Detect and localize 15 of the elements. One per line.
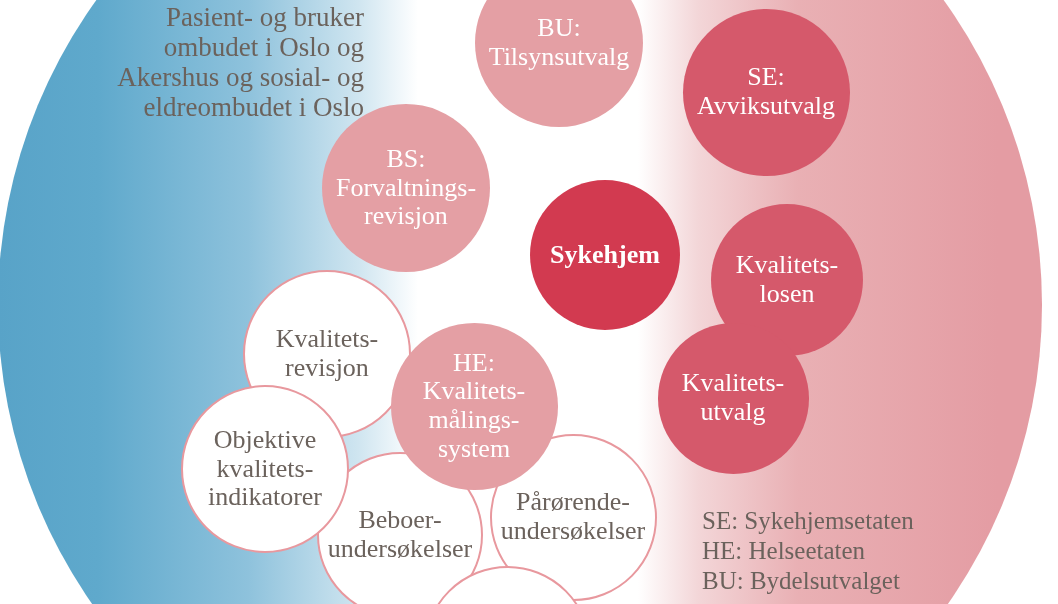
bubble-label: Pårørende- undersøkelser — [499, 488, 647, 546]
abbreviation-note: SE: Sykehjemsetaten — [702, 506, 914, 535]
abbreviation-note: BU: Bydelsutvalget — [702, 566, 900, 595]
bubble-label: Sykehjem — [550, 240, 660, 270]
bubble-label: BS: Forvaltnings- revisjon — [334, 145, 478, 231]
bubble-label: Kvalitets- revisjon — [274, 325, 380, 383]
bubble-label: Kvalitets- utvalg — [680, 369, 786, 427]
bubble-label: BU: Tilsynsutvalg — [487, 14, 631, 72]
bubble-label: Kvalitets- losen — [734, 251, 840, 309]
bubble-label: HE: Kvalitets- målings- system — [421, 348, 527, 464]
bubble-label: SE: Avviksutvalg — [695, 63, 837, 121]
bubble-label: Beboer- undersøkelser — [326, 506, 474, 564]
abbreviation-note: HE: Helseetaten — [702, 536, 866, 565]
region-label: Pasient- og bruker ombudet i Oslo og Akershus og sosial- og eldreombudet i Oslo — [116, 2, 364, 122]
bubble-label: Objektive kvalitets- indikatorer — [206, 426, 324, 512]
